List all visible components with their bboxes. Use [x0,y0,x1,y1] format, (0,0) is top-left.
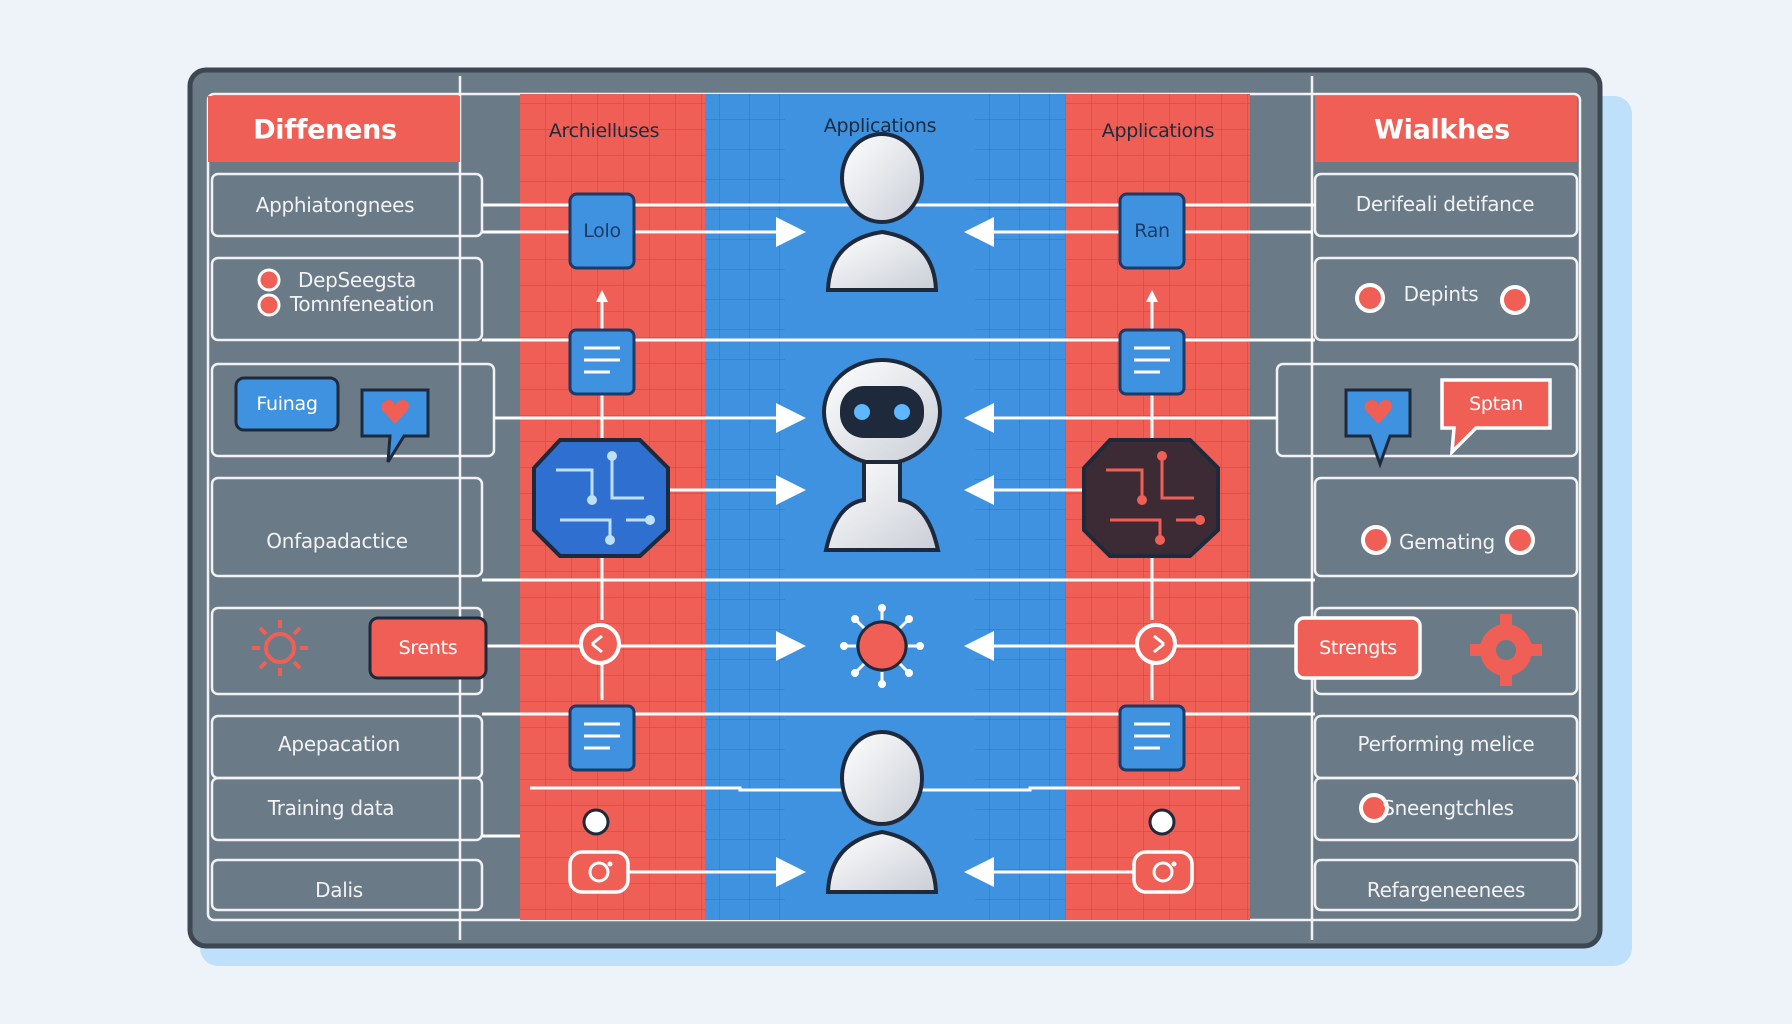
small-node [1148,808,1176,836]
header-right-bg [1315,96,1577,162]
left-item-5: Onfapadactice [266,529,408,553]
sptan-bubble-label: Sptan [1469,393,1523,415]
node-box-right-label: Ran [1134,220,1170,242]
left-item-9: Dalis [315,878,363,902]
right-item-1: Derifeali detifance [1355,192,1535,216]
heart-chat-icon [1344,388,1412,469]
header-center-right: Applications [1101,120,1215,142]
bullet-icon [1355,283,1530,315]
band-blue-right [975,94,1065,920]
robot-avatar-icon [825,132,939,292]
chip-icon [532,438,670,558]
up-arrows [596,290,1158,302]
link-node-icon [579,623,621,665]
right-item-6: Performing melice [1357,732,1535,756]
left-item-1: Apphiatongnees [255,193,415,217]
header-left-bg [208,96,460,162]
robot-avatar-icon [825,730,939,894]
srents-button-bg [368,616,488,680]
camera-icon [1132,850,1194,894]
heart-chat-icon [360,388,430,463]
left-item-2: DepSeegsta [298,268,416,292]
bullet-icon [257,268,281,317]
right-item-4: Gemating [1399,530,1495,554]
gear-icon [1470,614,1542,686]
bullet-icon [1359,793,1389,823]
speech-bubble-icon [1440,378,1552,457]
document-icon [1118,704,1186,772]
chip-icon [1082,438,1220,558]
srents-button[interactable]: Srents [398,637,458,659]
header-center: Applications [823,115,937,137]
header-right: Wialkhes [1374,114,1510,146]
left-item-7: Apepacation [278,732,400,756]
strengts-button-bg [1294,616,1422,680]
node-box-right[interactable] [1118,192,1186,270]
right-item-2: Depints [1403,282,1479,306]
document-icon [1118,328,1186,396]
virus-node-icon [840,604,924,688]
right-panel-boxes [1275,172,1579,912]
document-icon [568,328,636,396]
link-node-icon [1135,623,1177,665]
header-center-left: Archielluses [548,120,660,142]
fuinag-button[interactable]: Fuinag [256,393,318,415]
camera-icon [568,850,630,894]
header-left: Diffenens [253,114,397,146]
left-item-8: Training data [267,796,395,820]
fuinag-button-bg [234,376,340,432]
robot-head-icon [822,358,942,552]
node-box-left-label: Lolo [583,220,621,242]
bullet-icon [1361,525,1535,555]
strengts-button[interactable]: Strengts [1319,637,1397,659]
document-icon [568,704,636,772]
left-item-3: Tomnfeneation [289,292,435,316]
band-blue-left [705,94,785,920]
right-item-7: Sneengtchles [1382,796,1514,820]
node-box-left[interactable] [568,192,636,270]
right-item-8: Refargeneenees [1366,878,1526,902]
small-node [582,808,610,836]
sun-icon [252,620,308,676]
